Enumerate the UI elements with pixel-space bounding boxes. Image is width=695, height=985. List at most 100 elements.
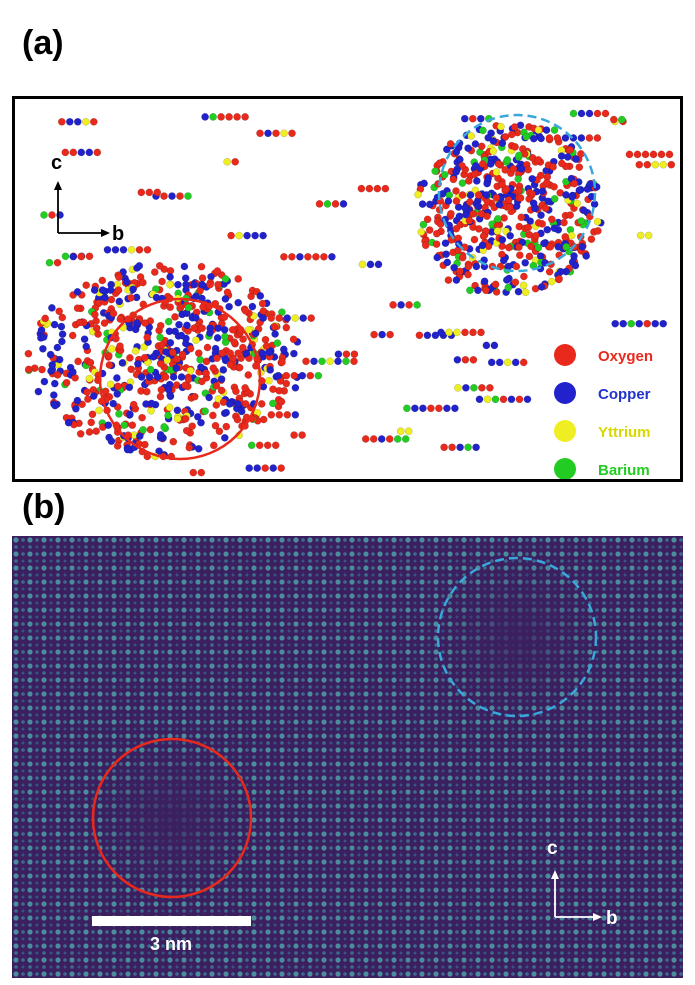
atom (146, 365, 155, 374)
atom (92, 317, 100, 325)
atom (39, 333, 48, 341)
atom (494, 160, 503, 168)
atom (476, 114, 485, 123)
atom (166, 273, 174, 281)
atom (282, 371, 291, 380)
atom (389, 301, 397, 309)
atom (48, 304, 56, 312)
atom (450, 263, 458, 272)
atom (562, 242, 571, 251)
atom (50, 320, 59, 329)
atom (482, 341, 491, 350)
atom (256, 292, 265, 300)
atom (149, 352, 158, 361)
atom (366, 260, 375, 269)
atom (245, 464, 254, 472)
atom (209, 364, 218, 372)
atom (57, 117, 66, 126)
atom (498, 180, 506, 189)
atom-cloud (24, 109, 676, 477)
atom (315, 200, 324, 208)
atom (197, 363, 205, 372)
atom (298, 371, 307, 380)
atom (467, 132, 476, 140)
atom (131, 347, 140, 355)
atom (469, 209, 478, 218)
atom (265, 348, 273, 357)
atom (103, 245, 112, 254)
atom (183, 321, 191, 330)
panel-a-atomic-structure: c b Oxygen Copper Yttrium Barium (12, 96, 683, 482)
atom (263, 441, 272, 450)
atom (173, 355, 181, 364)
atom (242, 349, 251, 358)
atom (636, 231, 645, 240)
atom (201, 407, 209, 416)
atom (123, 445, 132, 454)
atom (561, 134, 570, 142)
atom (515, 395, 524, 404)
atom (135, 262, 144, 270)
atom (441, 239, 450, 248)
atom (585, 134, 594, 142)
atom (657, 150, 666, 159)
atom (503, 358, 512, 367)
atom (226, 360, 235, 369)
atom (339, 200, 348, 208)
atom (445, 328, 453, 337)
atom (40, 377, 49, 386)
atom (474, 191, 483, 199)
atom (172, 364, 181, 373)
atom (495, 200, 504, 209)
atom (203, 343, 212, 352)
atom (186, 344, 195, 353)
atom (49, 391, 58, 399)
atom (169, 437, 178, 446)
atom (80, 335, 89, 344)
atom (617, 115, 626, 124)
atom (540, 239, 548, 248)
atom (115, 273, 123, 282)
legend-label-copper: Copper (598, 386, 651, 403)
atom (191, 313, 200, 322)
atom (472, 443, 480, 452)
atom (92, 427, 101, 436)
atom (90, 286, 99, 294)
atom (247, 441, 256, 450)
atom (461, 355, 470, 364)
atom (593, 134, 602, 142)
atom (259, 307, 268, 315)
atom (233, 415, 242, 424)
atom (361, 435, 370, 443)
atom (69, 368, 77, 376)
atom (326, 357, 334, 366)
atom (115, 410, 123, 418)
atom (221, 332, 229, 341)
axes-indicator-a: c b (51, 152, 124, 245)
atom (73, 117, 82, 126)
atom (114, 382, 122, 391)
atom (197, 262, 206, 271)
simulated-image-svg: 3 nm c b (12, 536, 683, 978)
atom (529, 199, 538, 208)
atom (141, 440, 149, 449)
atom (543, 178, 551, 187)
atom (545, 134, 554, 142)
atom (560, 218, 568, 227)
atom (223, 157, 232, 166)
atom (178, 350, 187, 359)
atom (492, 168, 501, 176)
atom (244, 371, 253, 379)
atom (75, 318, 84, 327)
atom (452, 224, 461, 233)
atom (491, 280, 500, 289)
atom (164, 317, 173, 326)
atom (176, 192, 184, 200)
atom (288, 129, 296, 138)
atom (350, 350, 359, 359)
atom (270, 322, 279, 331)
atom (198, 324, 206, 333)
atom (310, 357, 318, 366)
axis-label-b-b: b (606, 908, 618, 929)
atom (234, 349, 243, 358)
